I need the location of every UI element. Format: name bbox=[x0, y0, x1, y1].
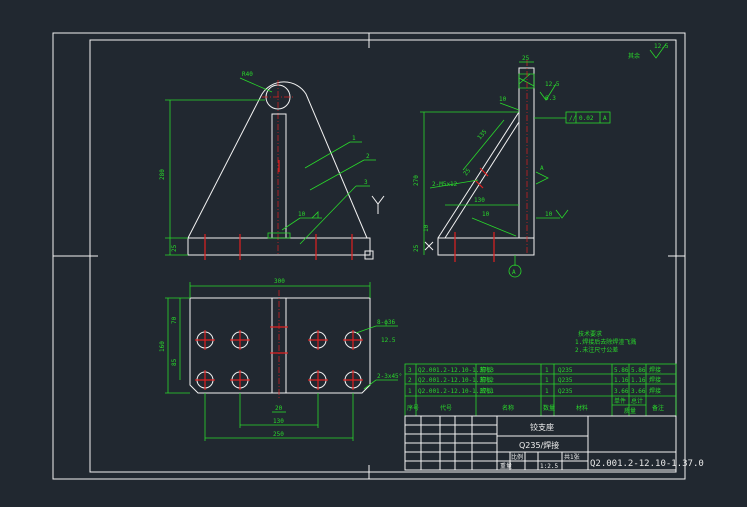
front-rib-outline bbox=[187, 81, 368, 239]
svg-text:3.66: 3.66 bbox=[631, 388, 646, 395]
dim-side-base-len: 130 bbox=[474, 197, 485, 204]
bom-header-code: 代号 bbox=[440, 404, 452, 412]
section-marker: A bbox=[512, 269, 516, 276]
dim-side-top: 25 bbox=[522, 55, 530, 62]
weight-label: 重量 bbox=[500, 462, 512, 470]
dim-plan-outer: 250 bbox=[273, 431, 284, 438]
svg-text:Q235: Q235 bbox=[558, 388, 573, 395]
flatness-value: 0.02 bbox=[579, 115, 594, 122]
weld-side-a: 10 bbox=[499, 96, 507, 103]
sheet-count: 共1张 bbox=[564, 453, 580, 461]
dim-plan-upper: 70 bbox=[171, 316, 178, 324]
svg-text:1: 1 bbox=[408, 388, 412, 395]
side-holes-note: 2-M5x12 bbox=[432, 181, 458, 188]
svg-text:5.86: 5.86 bbox=[614, 367, 629, 374]
balloon-1: 1 bbox=[352, 135, 356, 142]
bom-table: 3 Q2.001.2-12.10-1.37.3 筋板 1 Q235 5.86 5… bbox=[404, 363, 677, 417]
note-1: 1.焊接后去除焊渣飞溅 bbox=[575, 338, 636, 346]
corner-roughness: 12.5 bbox=[654, 43, 669, 50]
dim-side-slope: 135 bbox=[476, 128, 489, 141]
svg-text:1: 1 bbox=[545, 377, 549, 384]
corner-roughness-note: 12.5 其余 bbox=[628, 43, 669, 60]
corner-text: 其余 bbox=[628, 52, 640, 60]
svg-text:2: 2 bbox=[408, 377, 412, 384]
bom-header-no: 序号 bbox=[407, 404, 419, 412]
weld-side-c: 10 bbox=[545, 211, 553, 218]
dim-plan-width: 300 bbox=[274, 278, 285, 285]
front-web-plate bbox=[271, 113, 287, 239]
svg-text:Q2.001.2-12.10-1.37.3: Q2.001.2-12.10-1.37.3 bbox=[418, 367, 494, 374]
bom-header-total: 总计 bbox=[631, 397, 643, 405]
dim-front-base: 25 bbox=[171, 244, 178, 252]
dim-plan-depth: 160 bbox=[159, 341, 166, 352]
svg-text:1.16: 1.16 bbox=[631, 377, 646, 384]
scale-label: 比例 bbox=[511, 453, 523, 461]
dim-side-height: 270 bbox=[413, 175, 420, 186]
plan-chamfer: 2-3x45° bbox=[377, 373, 402, 380]
note-2: 2.未注尺寸公差 bbox=[575, 346, 618, 354]
balloon-2: 2 bbox=[366, 153, 370, 160]
side-base-plate bbox=[437, 237, 535, 256]
side-upright bbox=[518, 67, 535, 239]
side-rib-thk: 25 bbox=[462, 167, 472, 177]
plan-holes-note: 8-ϕ36 bbox=[377, 319, 395, 326]
scale-value: 1:2.5 bbox=[540, 463, 558, 470]
dim-side-base: 25 bbox=[413, 244, 420, 252]
dim-front-radius: R40 bbox=[242, 71, 253, 78]
bom-header-unit: 单件 bbox=[614, 397, 626, 405]
weld-front: 10 bbox=[298, 211, 306, 218]
svg-text:1: 1 bbox=[545, 388, 549, 395]
dim-plan-inner: 130 bbox=[273, 418, 284, 425]
dim-plan-slot: 20 bbox=[275, 405, 283, 412]
side-view[interactable]: 270 25 10 25 130 135 2-M5x12 25 10 10 10… bbox=[413, 55, 611, 278]
svg-text:筋板: 筋板 bbox=[480, 376, 492, 384]
svg-text:1: 1 bbox=[545, 367, 549, 374]
part-name: 铰支座 bbox=[530, 422, 554, 432]
side-rib bbox=[437, 111, 520, 239]
datum-label: A bbox=[603, 115, 607, 122]
balloon-3: 3 bbox=[364, 179, 368, 186]
bom-header-mass: 质量 bbox=[624, 407, 636, 415]
svg-text:底板: 底板 bbox=[480, 387, 492, 395]
sheet-frame bbox=[52, 32, 686, 480]
roughness-side-b: 6.3 bbox=[545, 95, 556, 102]
svg-text:3.66: 3.66 bbox=[614, 388, 629, 395]
notes-title: 技术要求 bbox=[578, 330, 602, 338]
svg-text://: // bbox=[569, 115, 577, 122]
side-angle-label: A bbox=[540, 165, 544, 172]
dim-plan-lower: 85 bbox=[171, 358, 178, 366]
bom-header-material: 材料 bbox=[576, 404, 588, 412]
svg-text:Q235: Q235 bbox=[558, 367, 573, 374]
bom-header-name: 名称 bbox=[502, 404, 514, 412]
svg-text:焊接: 焊接 bbox=[649, 376, 661, 384]
roughness-side-a: 12.5 bbox=[545, 81, 560, 88]
plan-plate-outline bbox=[189, 297, 371, 394]
plan-hole-roughness: 12.5 bbox=[381, 337, 396, 344]
title-block: 铰支座 Q235/焊接 比例 1:2.5 重量 共1张 Q2.001.2-12.… bbox=[404, 415, 704, 471]
svg-text:焊接: 焊接 bbox=[649, 387, 661, 395]
svg-text:Q235: Q235 bbox=[558, 377, 573, 384]
dim-front-height: 280 bbox=[159, 169, 166, 180]
svg-text:焊接: 焊接 bbox=[649, 366, 661, 374]
plan-holes bbox=[195, 330, 363, 390]
svg-text:3: 3 bbox=[408, 367, 412, 374]
plan-view[interactable]: 300 160 70 85 20 130 250 8-ϕ36 12.5 2-3x… bbox=[159, 278, 402, 441]
part-material: Q235/焊接 bbox=[519, 440, 559, 450]
bom-header-qty: 数量 bbox=[543, 404, 555, 412]
bom-header-note: 备注 bbox=[652, 404, 664, 412]
svg-text:1.16: 1.16 bbox=[614, 377, 629, 384]
front-view[interactable]: 280 25 R40 1 2 3 10 bbox=[159, 71, 385, 260]
drawing-number: Q2.001.2-12.10-1.37.0 bbox=[590, 459, 704, 469]
technical-notes: 技术要求 1.焊接后去除焊渣飞溅 2.未注尺寸公差 bbox=[575, 330, 636, 354]
svg-text:Q2.001.2-12.10-1.37.1: Q2.001.2-12.10-1.37.1 bbox=[418, 388, 494, 395]
dim-side-small: 10 bbox=[423, 224, 430, 232]
front-base-plate bbox=[187, 237, 371, 256]
svg-text:Q2.001.2-12.10-1.37.2: Q2.001.2-12.10-1.37.2 bbox=[418, 377, 494, 384]
svg-text:筋板: 筋板 bbox=[480, 366, 492, 374]
svg-text:5.86: 5.86 bbox=[631, 367, 646, 374]
weld-side-b: 10 bbox=[482, 211, 490, 218]
